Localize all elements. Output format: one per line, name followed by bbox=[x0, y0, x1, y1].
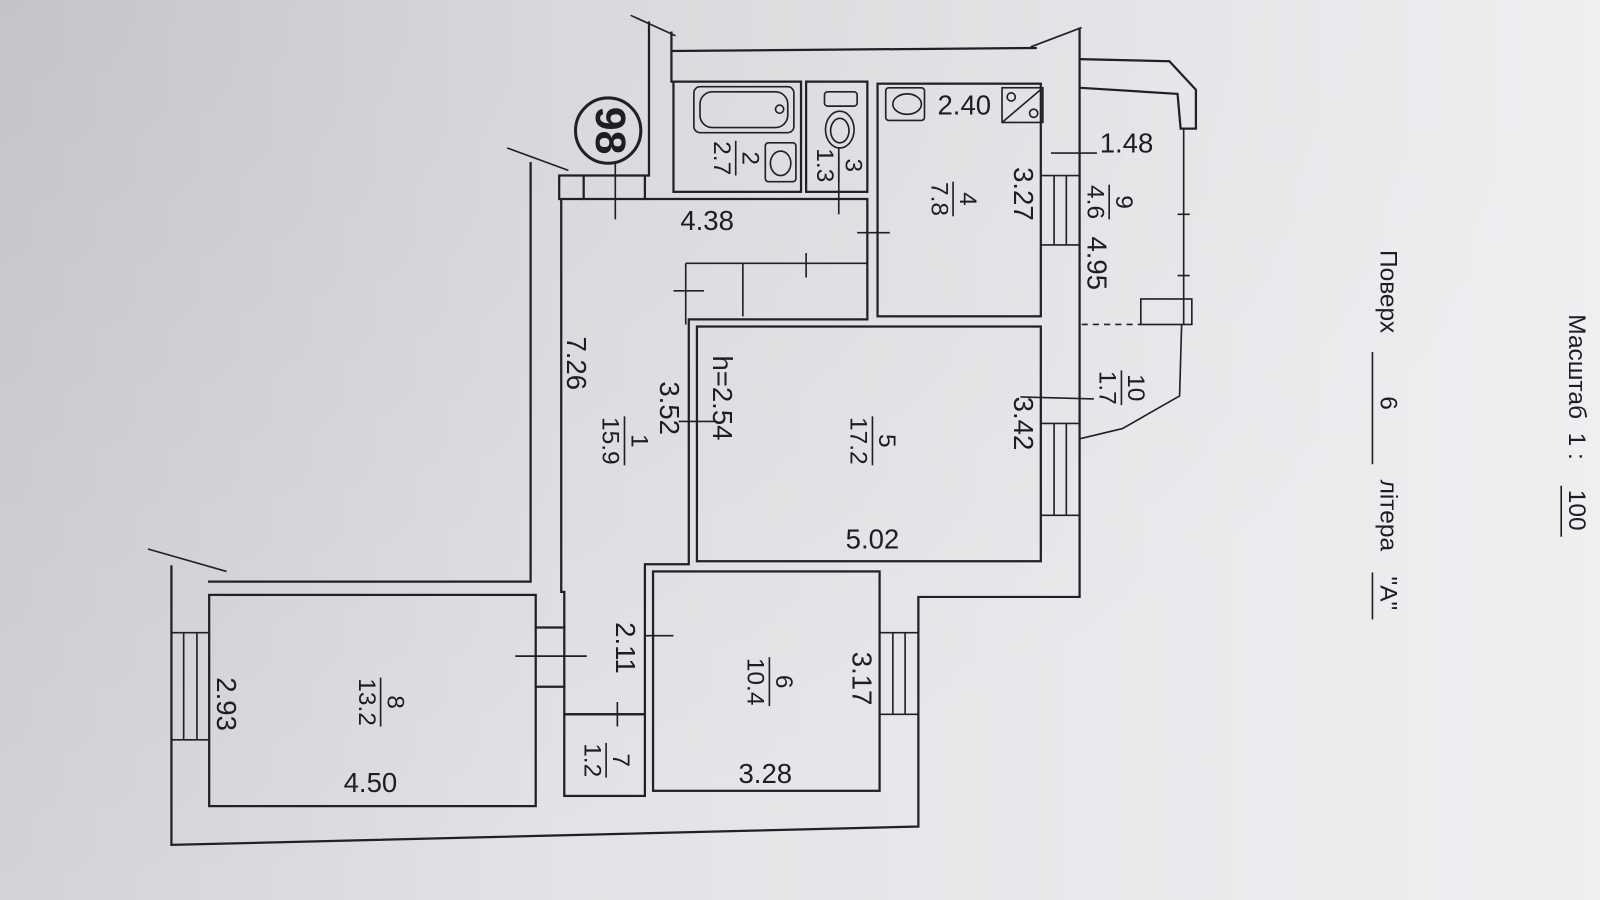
dimension-label: 3.42 bbox=[1008, 397, 1039, 451]
scale-value: 100 bbox=[1563, 490, 1590, 531]
letter-label: літера bbox=[1374, 480, 1401, 552]
room-area: 10.4 bbox=[742, 658, 769, 706]
washbasin-bowl bbox=[769, 150, 792, 177]
room-number: 9 bbox=[1110, 195, 1137, 209]
room-2-outline bbox=[672, 80, 803, 193]
apartment-number: 98 bbox=[586, 107, 634, 155]
dimension-labels: 2.40 1.48 3.27 4.95 4.38 7.26 3.52 3.42 … bbox=[211, 90, 1153, 799]
room-1-label: 1 15.9 bbox=[597, 416, 652, 466]
dimension-label: 3.28 bbox=[738, 758, 792, 789]
dimension-label: 3.17 bbox=[847, 652, 878, 706]
bathtub-basin bbox=[699, 91, 789, 129]
dimension-label: 1.48 bbox=[1100, 127, 1154, 158]
apartment-number-circle bbox=[573, 96, 643, 165]
kitchen-sink-body bbox=[884, 86, 926, 122]
window-room-8 bbox=[171, 631, 210, 741]
room-area: 1.3 bbox=[811, 148, 838, 182]
hall-wardrobe-lines bbox=[673, 253, 868, 325]
room-area: 13.2 bbox=[353, 678, 380, 726]
stove-body bbox=[1001, 86, 1044, 124]
room-4-outline bbox=[876, 82, 1042, 318]
room-number: 6 bbox=[770, 675, 797, 689]
washbasin-body bbox=[764, 142, 797, 183]
stove-burner bbox=[1006, 92, 1017, 102]
room-3-outline bbox=[805, 80, 869, 193]
room-number: 8 bbox=[381, 695, 408, 709]
balcony-pillar bbox=[1140, 298, 1193, 326]
room-number: 3 bbox=[840, 159, 867, 173]
scale-label: Масштаб bbox=[1563, 314, 1590, 419]
toilet-bowl bbox=[824, 110, 855, 149]
window-room-4 bbox=[1040, 174, 1080, 246]
room-area: 1.7 bbox=[1094, 371, 1121, 405]
dimension-label: 7.26 bbox=[561, 336, 592, 390]
room-number: 10 bbox=[1122, 374, 1149, 401]
kitchen-sink-bowl bbox=[892, 93, 923, 116]
dimension-label: 3.27 bbox=[1008, 167, 1039, 221]
balcony-glazing bbox=[1079, 128, 1190, 440]
room-area: 15.9 bbox=[597, 417, 624, 465]
scale-ratio: 1 : bbox=[1563, 433, 1590, 460]
room-2-label: 2 2.7 bbox=[708, 140, 764, 176]
scale-legend: Масштаб 1 : 100 bbox=[1560, 314, 1590, 537]
stove-icon bbox=[1001, 86, 1044, 124]
dimension-label: 4.95 bbox=[1081, 236, 1112, 290]
apartment-number-marker: 98 bbox=[573, 96, 643, 165]
room-10-label: 10 1.7 bbox=[1094, 370, 1149, 406]
room-5-outline bbox=[695, 325, 1042, 563]
floor-value: 6 bbox=[1374, 396, 1401, 410]
toilet-icon bbox=[823, 91, 858, 149]
bathtub-drain bbox=[774, 104, 785, 115]
floor-legend: Поверх 6 літера "А" bbox=[1371, 250, 1401, 620]
room-1-outline bbox=[560, 197, 869, 716]
bathtub-icon bbox=[693, 85, 795, 134]
room-number: 7 bbox=[607, 753, 634, 767]
room-7-outline bbox=[563, 713, 647, 798]
room-6-label: 6 10.4 bbox=[742, 657, 797, 707]
toilet-tank bbox=[823, 91, 858, 107]
window-room-6 bbox=[879, 631, 919, 716]
window-room-5 bbox=[1040, 422, 1080, 517]
room-6-outline bbox=[651, 570, 881, 792]
balcony-outline bbox=[1078, 58, 1198, 130]
toilet-seat bbox=[829, 117, 850, 144]
bathtub-rim bbox=[693, 85, 795, 134]
room-8-outline bbox=[208, 593, 537, 808]
room-8-label: 8 13.2 bbox=[353, 677, 408, 727]
room-area: 7.8 bbox=[925, 182, 952, 216]
room-area: 2.7 bbox=[708, 141, 735, 175]
room-9-label: 9 4.6 bbox=[1081, 184, 1137, 220]
room-3-label: 3 1.3 bbox=[811, 147, 867, 183]
letter-value: "А" bbox=[1374, 577, 1401, 611]
stove-burner bbox=[1028, 108, 1039, 119]
washbasin-icon bbox=[764, 142, 797, 183]
stove-diagonal bbox=[1001, 87, 1044, 124]
room-number: 2 bbox=[737, 151, 764, 165]
dimension-label: 4.38 bbox=[680, 205, 734, 236]
dimension-label: 5.02 bbox=[846, 523, 900, 554]
floor-label: Поверх bbox=[1374, 250, 1401, 333]
exterior-walls bbox=[170, 21, 1081, 847]
room-area: 4.6 bbox=[1081, 185, 1108, 219]
dimension-label: 2.11 bbox=[610, 622, 641, 674]
ceiling-height-label: h=2.54 bbox=[707, 355, 738, 440]
door-and-dimension-ticks bbox=[515, 152, 1097, 727]
room-number: 1 bbox=[625, 434, 652, 448]
room-number: 5 bbox=[873, 434, 900, 448]
kitchen-sink-icon bbox=[884, 86, 926, 122]
room-7-label: 7 1.2 bbox=[578, 742, 634, 778]
room-area: 17.2 bbox=[845, 417, 872, 465]
room-4-label: 4 7.8 bbox=[925, 181, 981, 217]
dimension-label: 2.40 bbox=[937, 90, 991, 121]
room-area: 1.2 bbox=[578, 743, 605, 777]
wall-break-marks bbox=[147, 14, 1082, 573]
dimension-label: 3.52 bbox=[654, 381, 685, 435]
dimension-label: 2.93 bbox=[211, 677, 242, 731]
room-outlines bbox=[208, 80, 1042, 808]
room-5-label: 5 17.2 bbox=[845, 416, 900, 466]
room-number: 4 bbox=[954, 192, 981, 206]
dimension-label: 4.50 bbox=[344, 767, 398, 798]
